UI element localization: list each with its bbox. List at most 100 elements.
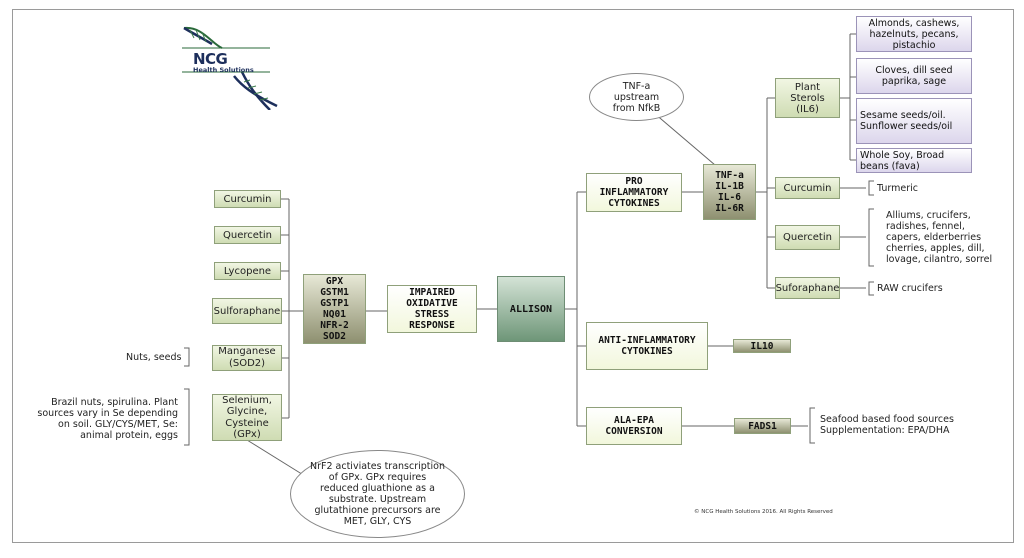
node-label-line: (SOD2) xyxy=(228,358,266,369)
node-label-line: Cysteine xyxy=(225,417,269,429)
quercetin-foods-note: Alliums, crucifers, radishes, fennel, ca… xyxy=(886,210,992,265)
food-line: Almonds, cashews, xyxy=(868,17,960,29)
note-line: on soil. GLY/CYS/MET, Se: xyxy=(58,419,178,430)
raw-crucifers-note: RAW crucifers xyxy=(877,283,943,294)
gene-label: SOD2 xyxy=(323,331,346,342)
node-label-line: Manganese xyxy=(218,346,276,357)
tnf-note-ellipse: TNF-a upstream from NfkB xyxy=(589,73,684,121)
node-label-line: IMPAIRED xyxy=(409,287,455,298)
turmeric-note: Turmeric xyxy=(877,183,918,194)
manganese-node: Manganese (SOD2) xyxy=(212,345,282,371)
note-line: animal protein, eggs xyxy=(80,430,178,441)
curcumin-right-node: Curcumin xyxy=(775,177,840,199)
copyright-text: © NCG Health Solutions 2016. All Rights … xyxy=(694,509,833,515)
sterol-food-box: Cloves, dill seed paprika, sage xyxy=(856,58,972,94)
suforaphane-node: Suforaphane xyxy=(775,277,840,299)
nrf2-note-ellipse: NrF2 activiates transcription of GPx. GP… xyxy=(290,450,465,538)
cytokine-label: TNF-a xyxy=(715,170,744,181)
node-label-line: OXIDATIVE xyxy=(406,298,458,309)
node-label-line: Selenium, xyxy=(222,394,272,406)
node-label-line: Plant xyxy=(794,81,821,93)
lycopene-node: Lycopene xyxy=(214,262,281,280)
node-label-line: (GPx) xyxy=(233,429,261,440)
note-line: lovage, cilantro, sorrel xyxy=(886,254,993,265)
ala-epa-conversion-node: ALA-EPA CONVERSION xyxy=(586,407,682,445)
food-line: Sunflower seeds/oil xyxy=(860,121,953,132)
ala-epa-note: Seafood based food sources Supplementati… xyxy=(820,414,954,436)
node-label: Quercetin xyxy=(783,232,832,243)
node-label: FADS1 xyxy=(748,420,777,432)
note-line: reduced gluathione as a xyxy=(320,483,435,494)
logo-subtitle: Health Solutions xyxy=(193,66,254,74)
anti-inflammatory-node: ANTI-INFLAMMATORY CYTOKINES xyxy=(586,322,708,370)
note-line: TNF-a xyxy=(622,80,651,92)
note-line: from NfkB xyxy=(612,102,661,114)
node-label-line: INFLAMMATORY xyxy=(599,187,669,198)
cytokine-label: IL-1B xyxy=(715,181,744,192)
food-line: paprika, sage xyxy=(881,76,947,87)
fads1-node: FADS1 xyxy=(734,418,791,434)
selenium-node: Selenium, Glycine, Cysteine (GPx) xyxy=(212,394,282,441)
note-line: MET, GLY, CYS xyxy=(343,516,412,527)
node-label-line: PRO xyxy=(625,176,643,187)
sulforaphane-node: Sulforaphane xyxy=(212,298,282,324)
node-label-line: Glycine, xyxy=(226,406,268,417)
node-label-line: ANTI-INFLAMMATORY xyxy=(598,335,696,346)
quercetin-left-node: Quercetin xyxy=(214,226,281,244)
food-line: beans (fava) xyxy=(860,160,920,172)
food-line: hazelnuts, pecans, xyxy=(869,28,959,40)
curcumin-left-node: Curcumin xyxy=(214,190,281,208)
node-label: IL10 xyxy=(750,340,774,352)
gene-label: GSTP1 xyxy=(320,298,349,309)
allison-center-node: ALLISON xyxy=(497,276,565,342)
gene-label: NQ01 xyxy=(323,309,346,320)
node-label: Curcumin xyxy=(223,193,272,205)
node-label-line: RESPONSE xyxy=(409,320,455,331)
dna-logo-icon xyxy=(182,26,278,110)
sterol-food-box: Sesame seeds/oil. Sunflower seeds/oil xyxy=(856,98,972,144)
quercetin-right-node: Quercetin xyxy=(775,225,840,250)
node-label: Suforaphane xyxy=(775,282,840,294)
note-line: Alliums, crucifers, xyxy=(886,210,971,221)
food-line: Sesame seeds/oil. xyxy=(860,110,946,121)
note-line: upstream xyxy=(613,91,660,103)
gene-label: GPX xyxy=(325,276,344,287)
logo-name: NCG xyxy=(193,50,228,68)
note-line: Supplementation: EPA/DHA xyxy=(820,425,950,436)
food-line: Cloves, dill seed xyxy=(875,65,953,76)
food-line: pistachio xyxy=(892,39,936,51)
food-line: Whole Soy, Broad xyxy=(860,149,945,161)
note-line: Brazil nuts, spirulina. Plant xyxy=(51,397,178,408)
node-label-line: CYTOKINES xyxy=(621,346,673,357)
genes-node: GPX GSTM1 GSTP1 NQ01 NFR-2 SOD2 xyxy=(303,274,366,344)
note-line: radishes, fennel, xyxy=(886,221,965,232)
il10-node: IL10 xyxy=(733,339,791,353)
plant-sterols-node: Plant Sterols (IL6) xyxy=(775,78,840,118)
node-label-line: CYTOKINES xyxy=(608,198,660,209)
node-label: Sulforaphane xyxy=(213,305,281,317)
brazil-nuts-note: Brazil nuts, spirulina. Plant sources va… xyxy=(36,397,178,441)
gene-label: NFR-2 xyxy=(320,320,349,331)
node-label: Curcumin xyxy=(783,182,832,194)
note-line: sources vary in Se depending xyxy=(37,408,178,419)
nuts-seeds-note: Nuts, seeds xyxy=(126,352,182,363)
note-line: of GPx. GPx requires xyxy=(328,472,427,483)
note-line: Seafood based food sources xyxy=(820,414,954,425)
note-line: substrate. Upstream xyxy=(328,494,427,505)
cytokine-label: IL-6 xyxy=(718,192,741,203)
cytokine-label: IL-6R xyxy=(715,203,744,214)
gene-label: GSTM1 xyxy=(320,287,349,298)
node-label: Quercetin xyxy=(223,229,272,241)
note-line: cherries, apples, dill, xyxy=(886,243,985,254)
node-label-line: STRESS xyxy=(414,309,450,320)
node-label: Lycopene xyxy=(223,265,272,277)
cytokines-node: TNF-a IL-1B IL-6 IL-6R xyxy=(703,164,756,220)
node-label-line: (IL6) xyxy=(796,103,819,115)
node-label-line: Sterols xyxy=(790,92,825,104)
node-label: ALLISON xyxy=(509,303,553,315)
sterol-food-box: Almonds, cashews, hazelnuts, pecans, pis… xyxy=(856,16,972,52)
pro-inflammatory-node: PRO INFLAMMATORY CYTOKINES xyxy=(586,173,682,212)
note-line: capers, elderberries xyxy=(886,232,982,243)
sterol-food-box: Whole Soy, Broad beans (fava) xyxy=(856,148,972,173)
